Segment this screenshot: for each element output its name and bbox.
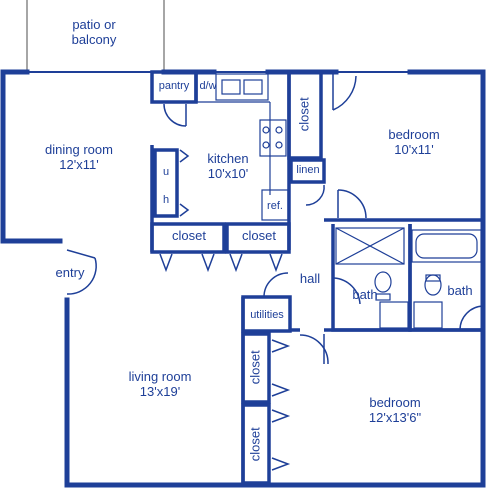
closet-bedroom2-bottom-label: closet	[247, 427, 263, 462]
patio-outline	[26, 0, 165, 70]
bath1-label: bath	[352, 287, 378, 302]
patio-label-line2: balcony	[71, 31, 117, 47]
utilities-label: utilities	[250, 309, 284, 321]
closet-bedroom1-label: closet	[296, 97, 312, 132]
entry-label: entry	[55, 265, 85, 280]
bath2-label: bath	[447, 283, 473, 298]
hall-label: hall	[299, 271, 321, 286]
bedroom2-size: 12'x13'6"	[368, 409, 422, 425]
bedroom1-size: 10'x11'	[394, 141, 434, 157]
living-room-size: 13'x19'	[139, 383, 181, 399]
dryer-label: u	[162, 166, 170, 178]
refrigerator-label: ref.	[267, 200, 283, 212]
kitchen-name: kitchen	[207, 151, 249, 166]
door-swings	[66, 72, 484, 471]
patio-label: patio or balcony	[62, 17, 126, 47]
interior-walls	[150, 70, 483, 485]
bedroom1-name: bedroom	[388, 127, 440, 142]
bedroom2-name: bedroom	[369, 395, 421, 410]
living-room-label: living room 13'x19'	[112, 369, 208, 399]
pantry-label: pantry	[158, 80, 190, 92]
fixtures	[196, 73, 482, 329]
washer-label: h	[162, 194, 170, 206]
dining-room-size: 12'x11'	[59, 156, 99, 172]
kitchen-label: kitchen 10'x10'	[196, 151, 260, 181]
dining-room-name: dining room	[45, 142, 113, 157]
bedroom1-label: bedroom 10'x11'	[374, 127, 454, 157]
living-room-name: living room	[128, 369, 192, 384]
closet-bedroom2-top-label: closet	[247, 350, 263, 385]
patio-label-line1: patio or	[72, 17, 116, 32]
kitchen-size: 10'x10'	[207, 165, 249, 181]
closet-kitchen-left-label: closet	[172, 228, 206, 243]
linen-label: linen	[296, 164, 320, 176]
dishwasher-label: d/w	[199, 80, 217, 92]
closet-kitchen-right-label: closet	[242, 228, 276, 243]
bedroom2-label: bedroom 12'x13'6"	[350, 395, 440, 425]
dining-room-label: dining room 12'x11'	[34, 142, 124, 172]
